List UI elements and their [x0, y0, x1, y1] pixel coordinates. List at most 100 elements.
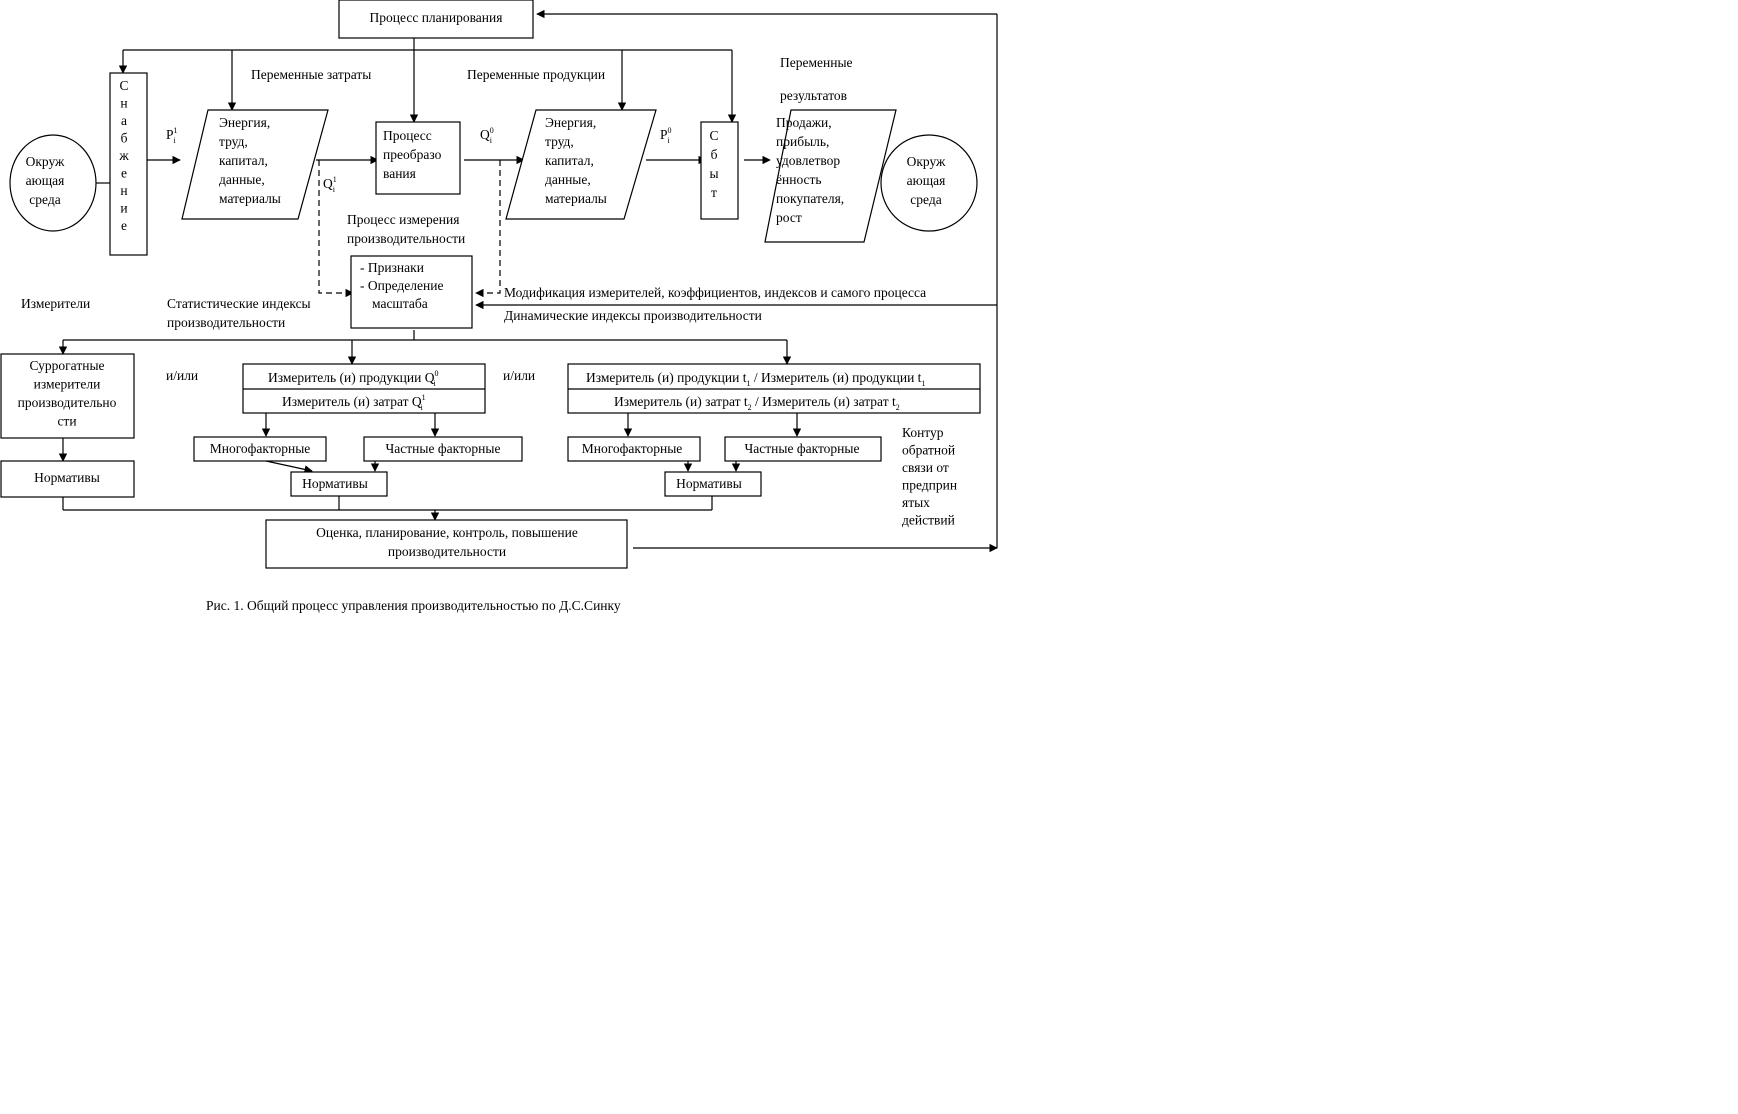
- labels: Переменные затраты Переменные продукции …: [21, 55, 957, 528]
- text-line: н: [120, 183, 127, 198]
- label-dynamic: Динамические индексы производительности: [504, 308, 762, 323]
- text-line: Энергия,: [545, 115, 596, 130]
- text-line: т: [711, 185, 717, 200]
- label-var-products: Переменные продукции: [467, 67, 605, 82]
- text-line: ятых: [902, 495, 930, 510]
- label-feedback: Контур обратной связи от предприн ятых действ…: [902, 425, 957, 528]
- text-line: капитал,: [219, 153, 268, 168]
- multi2-box: [567, 436, 701, 462]
- text-line: - Признаки: [360, 260, 424, 275]
- outputs-parallelogram: [505, 109, 657, 220]
- text-line: действий: [902, 513, 955, 528]
- text-line: ы: [709, 166, 718, 181]
- label-measure-title-1: Процесс измерения: [347, 212, 459, 227]
- text-line: С: [709, 128, 718, 143]
- planning-box: [338, 0, 534, 39]
- multi1-box: [193, 436, 327, 462]
- label-andor-1: и/или: [166, 368, 198, 383]
- text-line: Контур: [902, 425, 944, 440]
- supply-box: [109, 72, 148, 256]
- label-var-results-2: результатов: [780, 88, 847, 103]
- text-line: е: [121, 218, 127, 233]
- dashed-input-measure: [318, 160, 354, 298]
- text-line: б: [121, 131, 128, 146]
- inputs-label: Энергия,труд,капитал,данные,материалы: [219, 115, 281, 206]
- dashed-output-measure: [475, 160, 501, 298]
- norm2-label: Нормативы: [676, 476, 742, 491]
- text-line: труд,: [545, 134, 574, 149]
- text-line: обратной: [902, 443, 955, 458]
- text-line: производительно: [18, 395, 117, 410]
- norm-left-label: Нормативы: [34, 470, 100, 485]
- label-var-costs: Переменные затраты: [251, 67, 371, 82]
- sales-box: [700, 121, 739, 220]
- label-measure-title-2: производительности: [347, 231, 465, 246]
- text-line: среда: [29, 192, 60, 207]
- measure-box: [350, 255, 473, 329]
- surrogate-box: [0, 353, 135, 439]
- env-right-circle: [880, 134, 978, 232]
- surrogate-label: Суррогатные измерители производительно сти: [18, 358, 117, 429]
- text-line: Окруж: [907, 154, 946, 169]
- inputs-parallelogram: [181, 109, 329, 220]
- text-line: Окруж: [26, 154, 65, 169]
- text-line: б: [711, 147, 718, 162]
- partial1-label: Частные факторные: [386, 441, 501, 456]
- text-line: связи от: [902, 460, 949, 475]
- text-line: Процесс: [383, 128, 432, 143]
- label-var-results-1: Переменные: [780, 55, 853, 70]
- text-line: Продажи,: [776, 115, 832, 130]
- norm2-box: [664, 471, 762, 497]
- text-line: масштаба: [372, 296, 428, 311]
- label-static-2: производительности: [167, 315, 285, 330]
- norm-left-box: [0, 460, 135, 498]
- results-parallelogram: [764, 109, 897, 243]
- connectors: [58, 9, 998, 553]
- norm1-label: Нормативы: [302, 476, 368, 491]
- outputs-label: Энергия,труд,капитал,данные,материалы: [545, 115, 607, 206]
- text-line: покупателя,: [776, 191, 844, 206]
- text-line: измерители: [34, 377, 101, 392]
- label-andor-2: и/или: [503, 368, 535, 383]
- multi2-label: Многофакторные: [582, 441, 683, 456]
- label-meters: Измерители: [21, 296, 90, 311]
- text-line: сти: [57, 414, 76, 429]
- text-line: Суррогатные: [29, 358, 104, 373]
- partial1-box: [363, 436, 523, 462]
- text-line: предприн: [902, 478, 957, 493]
- arrow-multi1-norm1: [265, 460, 313, 474]
- dynamic-out-label: Измеритель (и) продукции t1 / Измеритель…: [586, 370, 925, 388]
- multi1-label: Многофакторные: [210, 441, 311, 456]
- label-modification: Модификация измерителей, коэффициентов, …: [504, 285, 926, 300]
- text-line: материалы: [219, 191, 281, 206]
- text-line: вания: [383, 166, 416, 181]
- norm1-box: [290, 471, 388, 497]
- text-line: данные,: [219, 172, 265, 187]
- label-static-1: Статистические индексы: [167, 296, 311, 311]
- text-line: данные,: [545, 172, 591, 187]
- text-line: материалы: [545, 191, 607, 206]
- evaluation-box: [265, 519, 628, 569]
- text-line: труд,: [219, 134, 248, 149]
- figure-caption: Рис. 1. Общий процесс управления произво…: [206, 598, 621, 613]
- planning-label: Процесс планирования: [370, 10, 503, 25]
- transform-box: [375, 121, 461, 195]
- text-line: прибыль,: [776, 134, 829, 149]
- text-line: рост: [776, 210, 802, 225]
- evaluation-label: Оценка, планирование, контроль, повышени…: [316, 525, 578, 559]
- text-line: среда: [910, 192, 941, 207]
